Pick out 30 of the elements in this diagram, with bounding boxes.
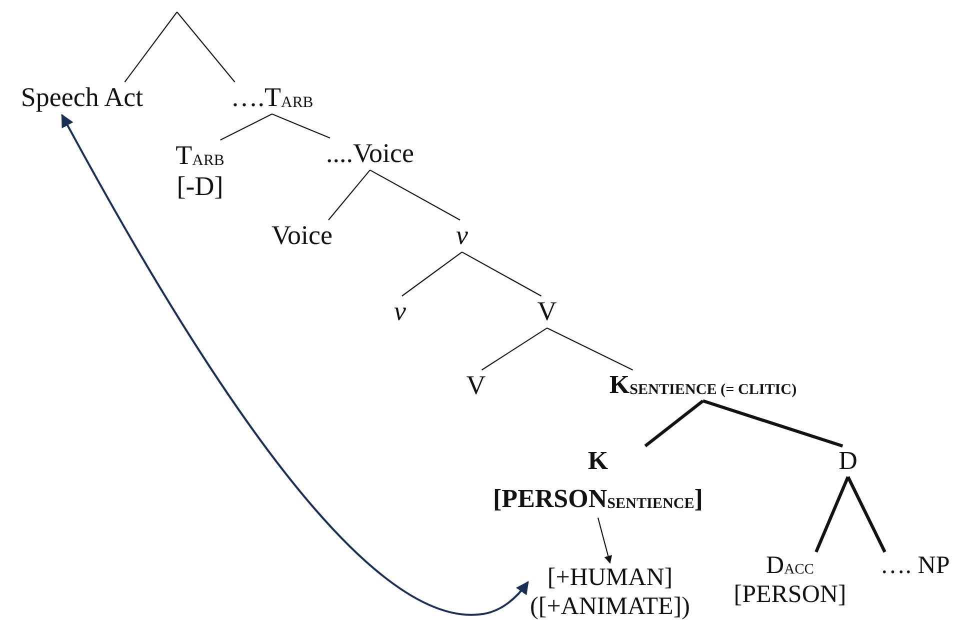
tree-branch (176, 12, 236, 82)
tree-branch (846, 476, 886, 553)
tree-branch (124, 12, 178, 82)
tree-label: …. NP (880, 552, 950, 581)
arrow (597, 518, 612, 564)
tree-branch (702, 399, 844, 448)
tree-branch (402, 252, 462, 296)
tree-branch (220, 114, 272, 140)
curved-arrow (61, 114, 529, 615)
feature-label: [PERSON] (734, 580, 846, 610)
tree-branch (272, 114, 330, 138)
tree-label: Speech Act (20, 82, 144, 114)
tree-label: v (394, 296, 406, 328)
feature-label: ([+ANIMATE]) (530, 592, 690, 622)
tree-branch (814, 476, 850, 553)
tree-branch (546, 328, 634, 370)
feature-label: [-D] (176, 171, 224, 202)
tree-label: Voice (272, 220, 332, 252)
tree-label: V (537, 296, 557, 328)
tree-branch (370, 170, 460, 220)
tree-branch (644, 400, 704, 448)
tree-label: V (466, 370, 486, 402)
tree-label: [+HUMAN] (547, 564, 673, 593)
tree-branch (481, 328, 548, 370)
tree-branch (328, 170, 370, 220)
tree-label: v (456, 220, 468, 252)
tree-label: D (838, 446, 858, 476)
tree-label: K (588, 446, 608, 476)
tree-branch (462, 252, 542, 296)
tree-label: ....Voice (326, 138, 414, 170)
